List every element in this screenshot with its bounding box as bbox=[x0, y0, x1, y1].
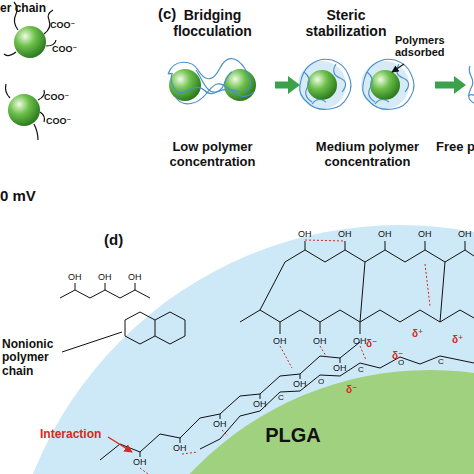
plga-core bbox=[100, 370, 474, 474]
particle-sphere bbox=[370, 70, 400, 100]
charge-label: COO⁻ bbox=[50, 20, 75, 30]
hydrogen-bond bbox=[280, 346, 292, 368]
charge-label: COO⁻ bbox=[52, 44, 77, 54]
partial-charge: δ⁺ bbox=[412, 328, 423, 339]
adsorbed-polymer bbox=[363, 59, 414, 109]
hydrogen-bond bbox=[305, 240, 345, 241]
polymer-corona bbox=[298, 61, 346, 109]
hydroxyl-group: OH bbox=[213, 419, 227, 429]
bridged-particles bbox=[168, 59, 256, 104]
atom-symbol: C bbox=[438, 358, 444, 367]
polymer-chain bbox=[40, 112, 45, 122]
stage-heading: PLGA bbox=[262, 424, 324, 446]
hydrogen-bond bbox=[140, 468, 148, 474]
hydroxyl-group: OH bbox=[128, 272, 142, 282]
particle-sphere bbox=[14, 26, 46, 58]
hydroxyl-group: OH bbox=[173, 443, 187, 453]
polymer-chain bbox=[285, 241, 474, 262]
leader-arrow bbox=[392, 64, 404, 72]
hydroxyl-group: OH bbox=[458, 229, 472, 239]
zeta-value: 0 mV bbox=[0, 188, 36, 205]
hydroxyl-group: OH bbox=[418, 229, 432, 239]
atom-symbol: C bbox=[278, 394, 284, 403]
stage-group: Steric stabilizationPolymers adsorbedMed… bbox=[300, 8, 435, 176]
hydroxyl-group: OH bbox=[98, 272, 112, 282]
flow-arrow bbox=[435, 82, 454, 89]
leader-line bbox=[62, 332, 122, 352]
bridging-polymer bbox=[168, 59, 251, 94]
charge-label: COO⁻ bbox=[46, 116, 71, 126]
part-name: er chain bbox=[0, 2, 46, 15]
hydrogen-bond bbox=[360, 346, 366, 360]
atom-symbol: O bbox=[318, 378, 324, 387]
hydrogen-bond bbox=[425, 264, 430, 306]
hydrogen-bond bbox=[320, 346, 326, 356]
polymer-chain bbox=[260, 262, 445, 322]
stabilized-particles bbox=[298, 59, 414, 109]
adsorbed-polymer bbox=[367, 64, 409, 104]
polymer-chain bbox=[34, 124, 38, 140]
interaction-label: Interaction bbox=[40, 428, 101, 441]
part-name: Nonionic polymer chain bbox=[2, 338, 80, 378]
atom-symbol: C bbox=[358, 366, 364, 375]
hydroxyl-group: OH bbox=[378, 229, 392, 239]
hydroxyl-group: OH bbox=[273, 336, 287, 346]
hydrogen-bond bbox=[222, 430, 228, 436]
free-polymer bbox=[468, 95, 474, 104]
free-polymer bbox=[468, 66, 474, 104]
bridging-polymer bbox=[176, 84, 254, 104]
flow-arrow bbox=[275, 82, 288, 89]
polymer-ring bbox=[125, 312, 185, 344]
partial-charge: δ⁻ bbox=[346, 384, 357, 395]
charge-label: COO⁻ bbox=[44, 92, 69, 102]
adsorbed-polymer bbox=[304, 64, 346, 104]
stage-group: Bridging flocculationLow polymer concent… bbox=[150, 8, 275, 176]
hydroxyl-group: OH bbox=[338, 229, 352, 239]
polymer-chain bbox=[100, 342, 360, 460]
plga-backbone bbox=[200, 356, 474, 449]
hydroxyl-group: OH bbox=[333, 363, 347, 373]
particle-sphere bbox=[307, 70, 337, 100]
stage-note: Low polymer concentration bbox=[150, 140, 275, 169]
polymer-chain bbox=[4, 52, 16, 56]
hydroxyl-group: OH bbox=[313, 336, 327, 346]
polymer-chain bbox=[6, 84, 11, 98]
adsorbed-polymer bbox=[300, 59, 351, 109]
stage-group: Free p bbox=[466, 8, 474, 176]
hydroxyl-group: OH bbox=[298, 229, 312, 239]
atom-symbol: O bbox=[398, 359, 404, 368]
hydroxyl-group: OH bbox=[133, 457, 147, 467]
panel-letter: (d) bbox=[104, 232, 123, 249]
particle-sphere bbox=[8, 94, 40, 126]
particle-sphere bbox=[169, 69, 201, 101]
hydroxyl-group: OH bbox=[293, 379, 307, 389]
stage-heading: Steric stabilization bbox=[300, 8, 392, 39]
stage-note: Medium polymer concentration bbox=[300, 140, 435, 169]
hydroxyl-group: OH bbox=[68, 272, 82, 282]
panel-letter: (c) bbox=[158, 6, 176, 23]
partial-charge: δ⁺ bbox=[452, 334, 463, 345]
polymer-chain bbox=[60, 283, 150, 298]
interaction-arrow bbox=[108, 437, 132, 452]
core-region: PLGA bbox=[262, 422, 324, 450]
hydroxyl-group: OH bbox=[353, 336, 367, 346]
polymer-corona bbox=[361, 61, 409, 109]
molecular-structure bbox=[60, 241, 474, 460]
stage-note: Polymers adsorbed bbox=[395, 34, 473, 59]
partial-charge: δ⁻ bbox=[366, 338, 377, 349]
free-polymer bbox=[469, 66, 474, 104]
bridging-polymer bbox=[196, 70, 232, 92]
polymer-chain bbox=[240, 310, 474, 334]
stage-heading: Free p bbox=[436, 140, 474, 155]
hydroxyl-group: OH bbox=[253, 399, 267, 409]
hydrogen-bond bbox=[140, 240, 430, 474]
polymer-chain bbox=[38, 90, 44, 100]
